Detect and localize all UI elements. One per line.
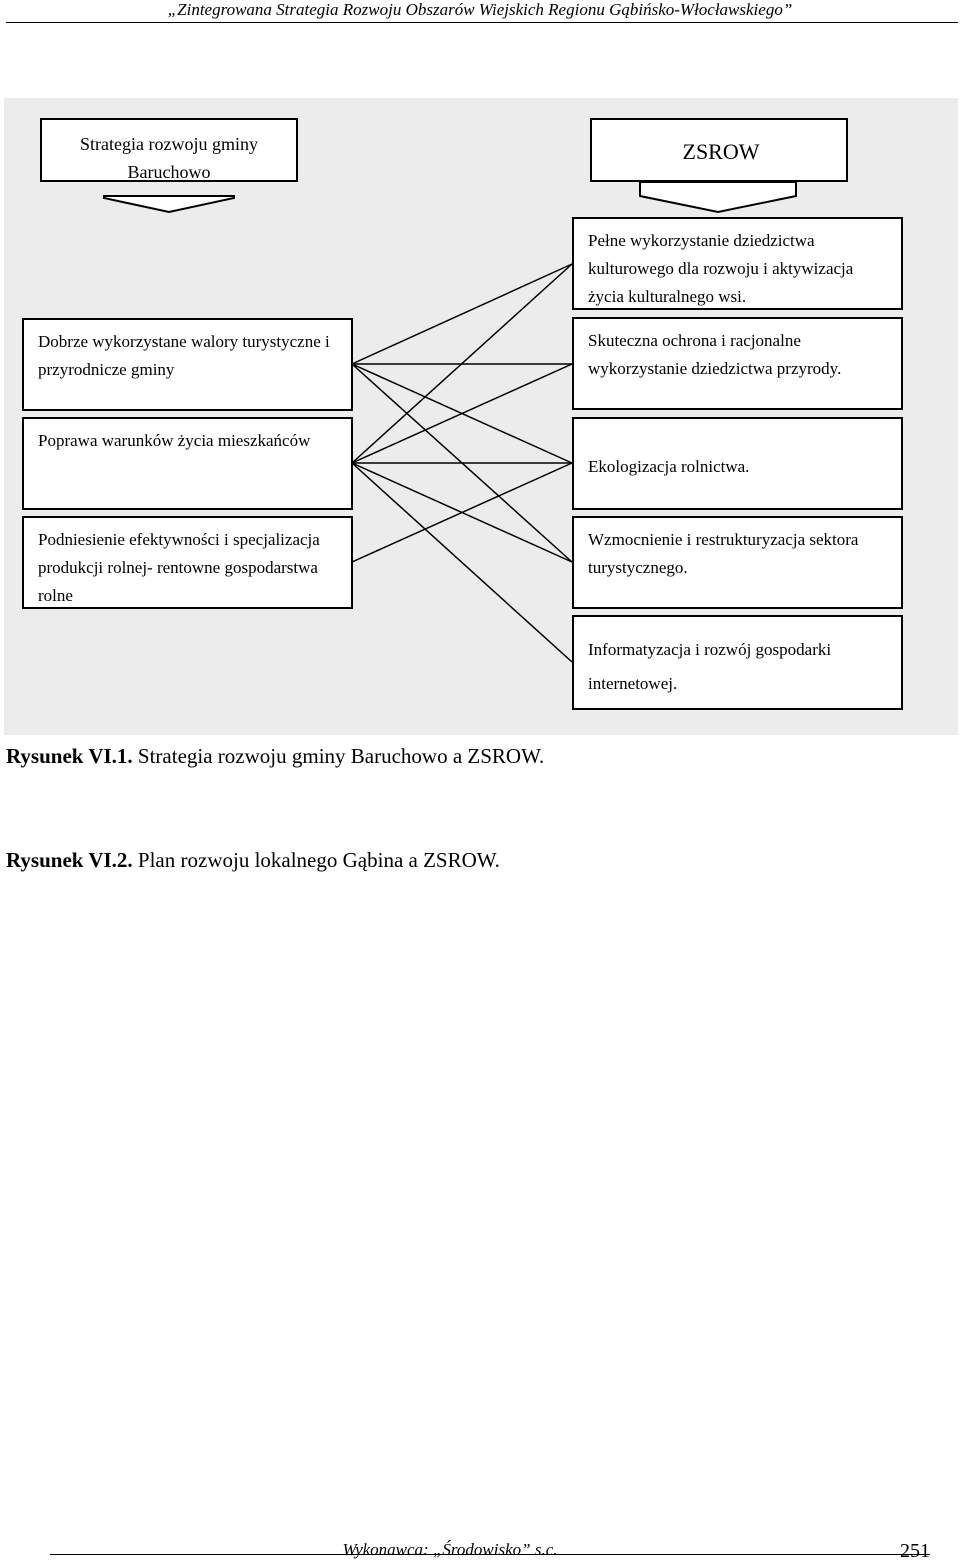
right-item-label: Pełne wykorzystanie dziedzictwa kulturow… xyxy=(588,231,854,306)
document-header: „Zintegrowana Strategia Rozwoju Obszarów… xyxy=(167,0,793,19)
left-header-label: Strategia rozwoju gminy Baruchowo xyxy=(80,134,258,182)
left-item-label: Podniesienie efektywności i specjalizacj… xyxy=(38,530,320,605)
right-header-label: ZSROW xyxy=(682,139,760,164)
figure-caption-2: Rysunek VI.2. Plan rozwoju lokalnego Gąb… xyxy=(6,847,500,873)
figure-label-2: Rysunek VI.2. xyxy=(6,848,133,872)
left-item-label: Dobrze wykorzystane walory turystyczne i… xyxy=(38,332,330,379)
page-number: 251 xyxy=(900,1540,930,1562)
figure-text-1: Strategia rozwoju gminy Baruchowo a ZSRO… xyxy=(132,744,545,768)
right-item-label: Ekologizacja rolnictwa. xyxy=(588,457,750,476)
footer-rule xyxy=(50,1554,930,1555)
right-item-box: Informatyzacja i rozwój gospodarki inter… xyxy=(572,615,903,710)
right-item-label: Skuteczna ochrona i racjonalne wykorzyst… xyxy=(588,331,842,378)
figure-text-2: Plan rozwoju lokalnego Gąbina a ZSROW. xyxy=(132,848,500,872)
header-rule xyxy=(6,22,958,23)
right-item-box: Wzmocnienie i restrukturyzacja sektora t… xyxy=(572,516,903,609)
right-header-box: ZSROW xyxy=(590,118,848,182)
right-item-box: Pełne wykorzystanie dziedzictwa kulturow… xyxy=(572,217,903,310)
right-item-box: Skuteczna ochrona i racjonalne wykorzyst… xyxy=(572,317,903,410)
footer-contractor: Wykonawca: „Środowisko” s.c. xyxy=(342,1540,558,1559)
left-item-box: Podniesienie efektywności i specjalizacj… xyxy=(22,516,353,609)
left-item-box: Poprawa warunków życia mieszkańców xyxy=(22,417,353,510)
figure-label-1: Rysunek VI.1. xyxy=(6,744,133,768)
figure-caption-1: Rysunek VI.1. Strategia rozwoju gminy Ba… xyxy=(6,743,544,769)
right-item-box: Ekologizacja rolnictwa. xyxy=(572,417,903,510)
left-item-box: Dobrze wykorzystane walory turystyczne i… xyxy=(22,318,353,411)
right-item-label: Wzmocnienie i restrukturyzacja sektora t… xyxy=(588,530,859,577)
left-header-box: Strategia rozwoju gminy Baruchowo xyxy=(40,118,298,182)
right-item-label: Informatyzacja i rozwój gospodarki inter… xyxy=(588,640,832,693)
left-item-label: Poprawa warunków życia mieszkańców xyxy=(38,431,311,450)
